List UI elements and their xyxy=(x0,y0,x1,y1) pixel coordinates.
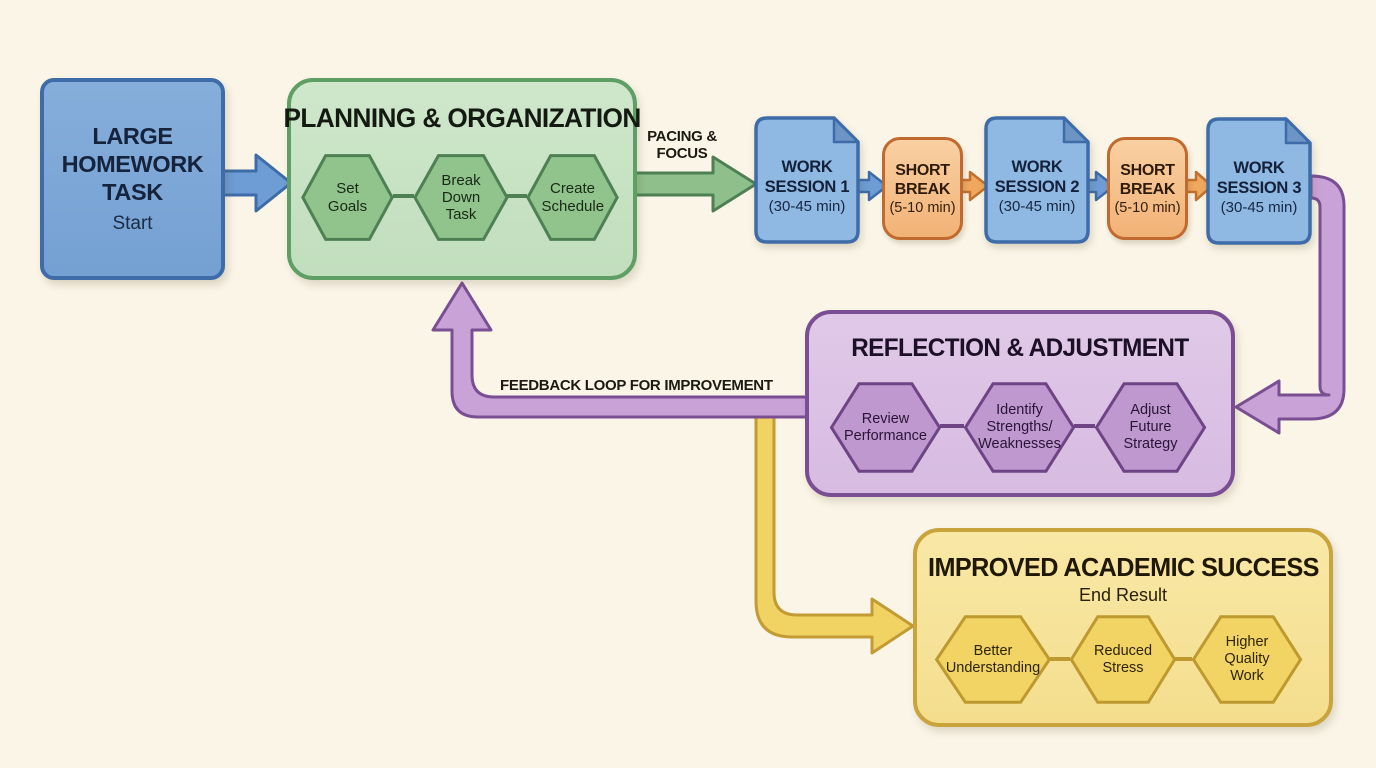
hexagon-shape xyxy=(300,152,395,243)
work-session-2: WORK SESSION 2 (30-45 min) xyxy=(983,115,1091,245)
feedback-pipe-arrow xyxy=(431,281,810,419)
session-label: WORK SESSION 2 (30-45 min) xyxy=(994,157,1080,216)
hexagon-shape xyxy=(1093,380,1208,475)
step-review-performance: Review Performance xyxy=(828,380,943,475)
success-subtitle: End Result xyxy=(1078,585,1168,605)
hex-connector xyxy=(1050,657,1070,661)
hexagon-shape xyxy=(1190,613,1304,706)
session-label: WORK SESSION 1 (30-45 min) xyxy=(764,157,850,216)
short-break-1: SHORT BREAK (5-10 min) xyxy=(882,137,963,240)
feedback-loop-label: FEEDBACK LOOP FOR IMPROVEMENT xyxy=(500,377,773,394)
start-to-planning-arrow xyxy=(219,153,293,213)
short-break-2: SHORT BREAK (5-10 min) xyxy=(1107,137,1188,240)
pacing-focus-label: PACING & FOCUS xyxy=(647,128,717,162)
note-shape xyxy=(1206,117,1312,245)
step-set-goals: Set Goals xyxy=(300,152,395,243)
hex-connector xyxy=(506,194,527,198)
hexagon-shape xyxy=(828,380,943,475)
note-shape xyxy=(754,116,860,244)
step-label: Break Down Task xyxy=(441,171,481,224)
step-label: Adjust Future Strategy xyxy=(1123,402,1178,452)
reflection-title: REFLECTION & ADJUSTMENT xyxy=(851,334,1189,362)
hex-connector xyxy=(393,194,414,198)
folded-corner xyxy=(1284,117,1312,145)
hex-connector xyxy=(940,424,964,428)
hexagon-shape xyxy=(525,152,620,243)
note-shape xyxy=(984,116,1090,244)
step-label: Reduced Stress xyxy=(1093,642,1153,676)
folded-corner xyxy=(832,116,860,144)
step-label: Review Performance xyxy=(843,410,927,444)
work-session-3: WORK SESSION 3 (30-45 min) xyxy=(1205,116,1313,246)
hexagon-shape xyxy=(933,613,1053,706)
hex-connector xyxy=(1074,424,1095,428)
step-label: Identify Strengths/ Weaknesses xyxy=(978,402,1061,452)
start-subtitle: Start xyxy=(112,212,153,234)
hexagon-shape xyxy=(412,152,510,243)
step-reduced-stress: Reduced Stress xyxy=(1068,613,1178,706)
step-identify-strengths-weaknesses: Identify Strengths/ Weaknesses xyxy=(962,380,1077,475)
session-label: WORK SESSION 3 (30-45 min) xyxy=(1216,158,1302,217)
step-label: Higher Quality Work xyxy=(1224,634,1270,684)
step-better-understanding: Better Understanding xyxy=(933,613,1053,706)
step-adjust-future-strategy: Adjust Future Strategy xyxy=(1093,380,1208,475)
step-label: Create Schedule xyxy=(541,180,605,215)
step-higher-quality-work: Higher Quality Work xyxy=(1190,613,1304,706)
step-label: Set Goals xyxy=(327,180,368,215)
step-label: Better Understanding xyxy=(945,642,1041,676)
planning-title: PLANNING & ORGANIZATION xyxy=(283,103,641,133)
folded-corner xyxy=(1062,116,1090,144)
step-create-schedule: Create Schedule xyxy=(525,152,620,243)
start-title: LARGE HOMEWORK TASK xyxy=(61,123,204,205)
hexagon-shape xyxy=(962,380,1077,475)
hexagon-shape xyxy=(1068,613,1178,706)
session-return-pipe-arrow xyxy=(1234,174,1346,435)
success-title: IMPROVED ACADEMIC SUCCESS xyxy=(927,552,1319,582)
start-node: LARGE HOMEWORK TASK Start xyxy=(40,78,225,280)
planning-to-sessions-arrow xyxy=(632,155,758,213)
hex-connector xyxy=(1175,657,1192,661)
work-session-1: WORK SESSION 1 (30-45 min) xyxy=(753,115,861,245)
step-break-down-task: Break Down Task xyxy=(412,152,510,243)
